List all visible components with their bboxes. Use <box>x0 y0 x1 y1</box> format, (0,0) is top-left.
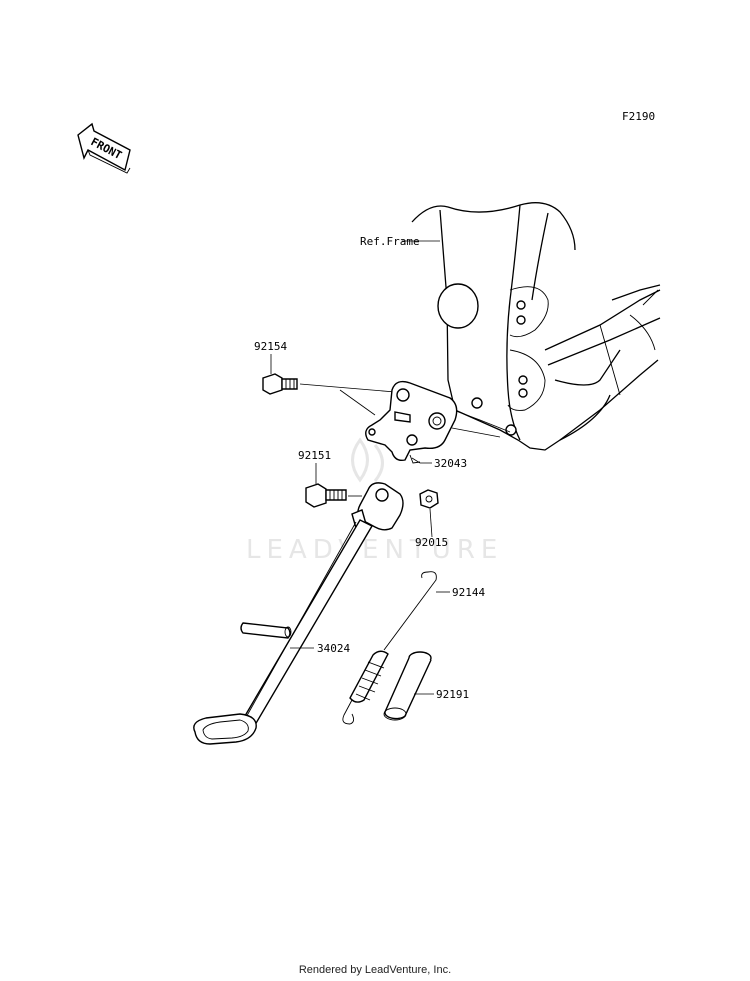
frame-reference <box>411 202 661 451</box>
label-92154: 92154 <box>254 340 287 353</box>
nut-92015 <box>419 489 439 509</box>
label-92015: 92015 <box>415 536 448 549</box>
sleeve-92191 <box>383 651 432 721</box>
watermark-logo <box>351 437 384 483</box>
label-34024: 34024 <box>317 642 350 655</box>
spring-92144 <box>342 571 437 725</box>
label-92144: 92144 <box>452 586 485 599</box>
label-92151: 92151 <box>298 449 331 462</box>
front-arrow-icon: FRONT <box>77 122 131 174</box>
side-stand-34024 <box>193 482 404 745</box>
bracket-32043 <box>365 380 458 464</box>
watermark: LEADVENTURE <box>246 437 503 565</box>
label-92191: 92191 <box>436 688 469 701</box>
bolt-92151 <box>305 483 347 508</box>
footer-credit: Rendered by LeadVenture, Inc. <box>298 964 452 976</box>
bolt-92154 <box>262 373 298 395</box>
watermark-text: LEADVENTURE <box>246 535 503 565</box>
ref-frame-label: Ref.Frame <box>360 235 420 248</box>
figure-code: F2190 <box>622 110 655 123</box>
label-32043: 32043 <box>434 457 467 470</box>
